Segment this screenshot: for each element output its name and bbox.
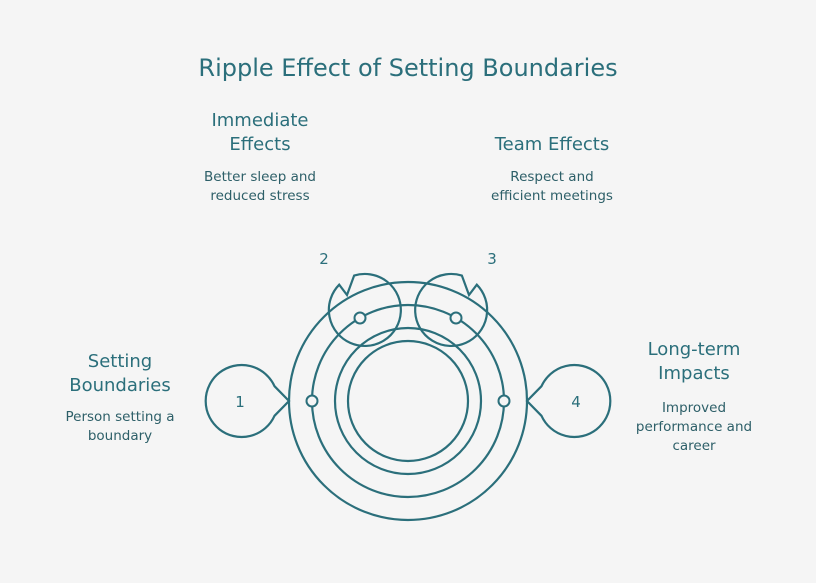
ring-second [333,326,483,476]
diagram-title: Ripple Effect of Setting Boundaries [198,54,618,82]
step-4-desc-line2: performance and [635,419,753,435]
step-1-description: Person setting a boundary [40,408,200,446]
bubble-1 [204,363,291,439]
step-4-heading-line1: Long-term [647,339,741,360]
step-3-description: Respect and efficient meetings [462,168,642,206]
bubble-4 [525,363,612,439]
marker-1 [305,394,319,408]
step-3-heading: Team Effects [462,133,642,157]
step-4-desc-line3: career [672,438,716,454]
step-4-heading: Long-term Impacts [612,338,776,386]
bubble-3 [414,272,489,348]
step-4-description: Improved performance and career [612,399,776,456]
step-2-heading-line1: Immediate [211,110,309,131]
step-2-heading-line2: Effects [229,134,291,155]
step-2-description: Better sleep and reduced stress [170,168,350,206]
step-1-heading-line2: Boundaries [69,375,171,396]
step-3-heading-line1: Team Effects [494,134,610,155]
step-number-1: 1 [235,393,245,411]
step-2-desc-line2: reduced stress [210,188,310,204]
bubble-2 [327,272,402,348]
step-4-desc-line1: Improved [661,400,727,416]
step-number-2: 2 [319,250,329,268]
ring-outer [287,280,529,522]
step-number-3: 3 [487,250,497,268]
step-2-desc-line1: Better sleep and [204,169,316,185]
marker-2 [353,311,367,325]
ring-third [310,303,506,499]
step-1-heading: Setting Boundaries [40,350,200,398]
step-1-desc-line1: Person setting a [65,409,175,425]
step-3-desc-line1: Respect and [510,169,594,185]
step-3-desc-line2: efficient meetings [491,188,613,204]
ring-inner [346,339,470,463]
marker-3 [449,311,463,325]
step-number-4: 4 [571,393,581,411]
step-2-heading: Immediate Effects [180,109,340,157]
step-1-heading-line1: Setting [87,351,153,372]
marker-4 [497,394,511,408]
step-4-heading-line2: Impacts [658,363,730,384]
step-1-desc-line2: boundary [87,428,153,444]
